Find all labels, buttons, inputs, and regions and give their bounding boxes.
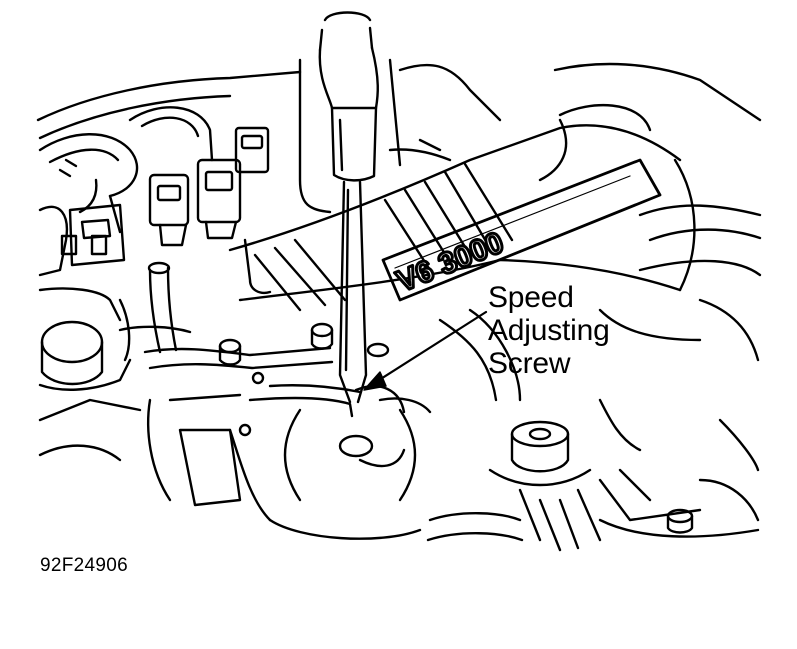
callout-line-2: Adjusting xyxy=(488,314,610,347)
speed-adjusting-screw-callout: Speed Adjusting Screw xyxy=(488,281,610,380)
left-engine-parts xyxy=(38,205,142,462)
valve-cover xyxy=(228,58,696,312)
bolts xyxy=(218,322,694,534)
air-intake-hose xyxy=(426,398,760,552)
firewall-outline xyxy=(36,62,762,140)
callout-leader-line xyxy=(363,310,488,391)
wiring-harness xyxy=(38,106,214,234)
screwdriver xyxy=(318,11,379,404)
vacuum-hose xyxy=(118,261,334,370)
throttle-body xyxy=(147,384,432,540)
figure-id: 92F24906 xyxy=(40,555,128,576)
connector-blocks xyxy=(60,126,270,267)
callout-line-3: Screw xyxy=(488,347,571,380)
callout-line-1: Speed xyxy=(488,281,574,314)
oil-filler-cap xyxy=(488,420,592,487)
